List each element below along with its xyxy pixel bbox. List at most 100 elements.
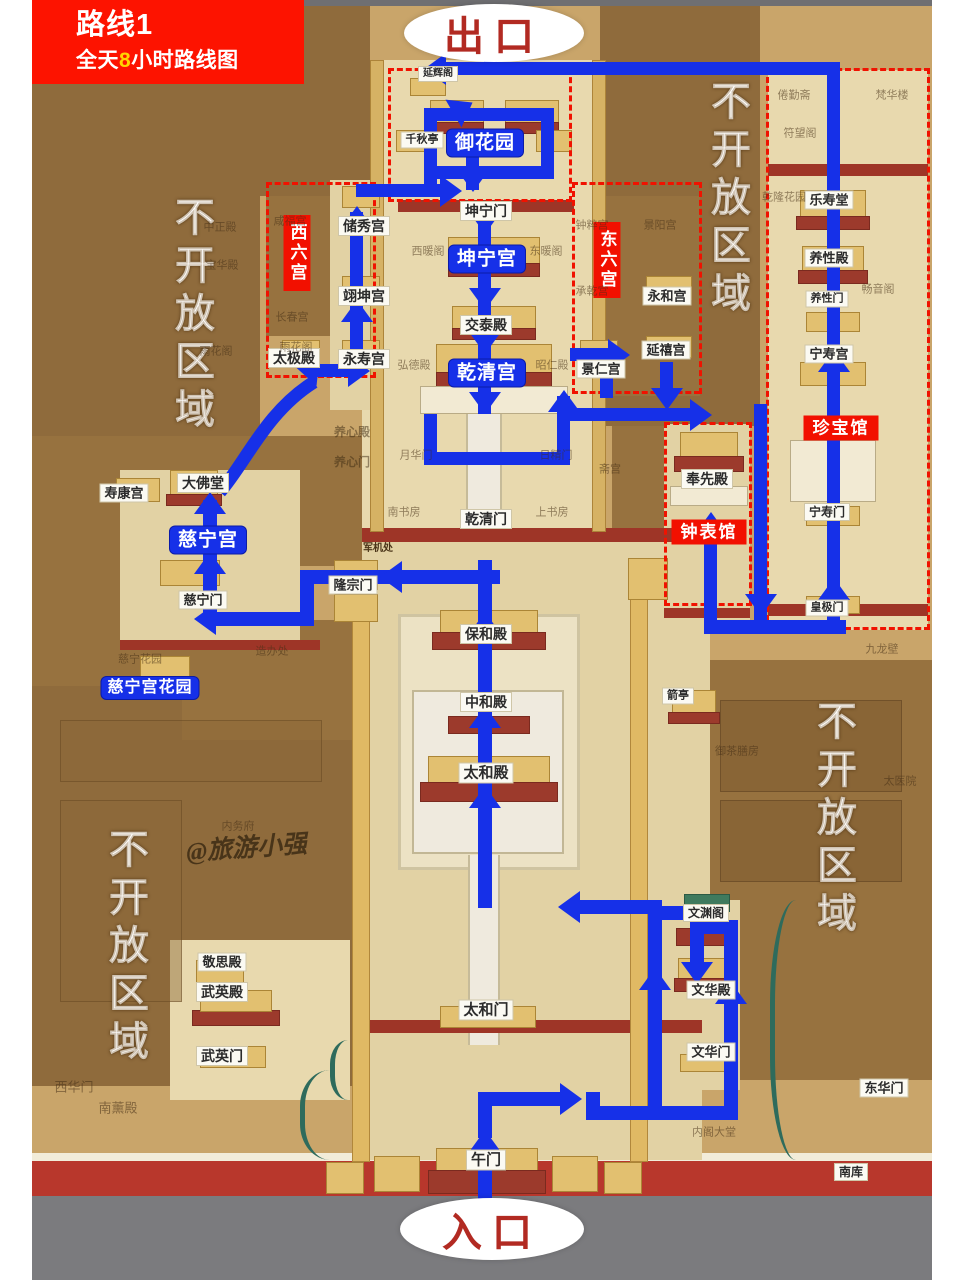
label-jiulongbi: 九龙壁: [865, 643, 899, 656]
route-segment: [724, 920, 738, 1120]
label-yangxing-gate: 养性门: [805, 290, 849, 308]
label-chuxiu-palace: 储秀宫: [338, 216, 390, 236]
route-arrow-down: [457, 170, 489, 192]
label-jianting: 箭亭: [662, 687, 694, 705]
label-jingsi-hall: 敬思殿: [197, 952, 247, 972]
route-segment: [214, 612, 314, 626]
badge-west-six-palaces: 西六宫: [283, 215, 311, 291]
inner-golden-river-right: [770, 900, 835, 1160]
label-xihua-gate: 西华门: [54, 1079, 94, 1095]
route-segment: [580, 900, 662, 914]
label-jingyang-palace: 景阳宫: [643, 219, 677, 232]
route-title: 路线1: [76, 9, 154, 42]
route-segment: [570, 348, 614, 361]
route-segment: [660, 362, 673, 396]
route-arrow-up: [469, 786, 501, 808]
route-segment: [478, 608, 492, 908]
label-yuqin-study: 倦勤斋: [777, 89, 811, 102]
route-arrow-up: [548, 390, 580, 412]
label-cining-palace: 慈宁宫: [169, 526, 247, 554]
label-yuhua-pavilion: 雨花阁: [199, 345, 233, 358]
label-yanxi-palace: 延禧宫: [641, 340, 691, 360]
label-ningshou-garden: 乾隆花园: [762, 191, 806, 204]
page-margin-right: [932, 0, 960, 1280]
building-glyph: [192, 1010, 280, 1026]
route-segment: [704, 528, 717, 620]
building-glyph: [628, 558, 668, 600]
label-xianfu-palace: 咸福宫: [273, 215, 307, 228]
page-margin-top: [32, 0, 932, 6]
route-arrow-up: [818, 578, 850, 600]
exit-marker: 出口: [404, 4, 584, 62]
label-zhaoren-hall: 昭仁殿: [535, 359, 569, 372]
building-glyph: [374, 1156, 420, 1192]
label-zhonghe-hall: 中和殿: [460, 692, 512, 712]
label-kunning-gate: 坤宁门: [460, 201, 512, 221]
label-fanhua-tower: 梵华楼: [875, 89, 909, 102]
building-glyph: [60, 800, 182, 1002]
label-yuehua-gate: 月华门: [399, 449, 433, 462]
label-ningshou-gate: 宁寿门: [803, 503, 851, 521]
route-segment: [586, 1106, 738, 1120]
label-wenyuan-pavilion: 文渊阁: [682, 904, 730, 922]
badge-treasure-gallery: 珍宝馆: [803, 415, 879, 441]
route-segment: [478, 560, 492, 616]
route-segment: [704, 620, 846, 634]
building-glyph: [552, 1156, 598, 1192]
page-margin-left: [0, 0, 32, 1280]
label-yangxing-hall: 养性殿: [804, 248, 854, 268]
label-fengxian-hall: 奉先殿: [681, 469, 733, 489]
label-wenhua-gate: 文华门: [686, 1042, 736, 1062]
restricted-label-left-lower: 不开放区域: [103, 828, 148, 1069]
river-wuying: [330, 1040, 375, 1100]
label-qianqiu-pavilion: 千秋亭: [400, 131, 444, 149]
restricted-label-left-upper: 不开放区域: [169, 196, 214, 437]
building-glyph: [334, 594, 378, 622]
route-subtitle: 全天8小时路线图: [76, 48, 239, 72]
label-nanxun-hall: 南薰殿: [98, 1100, 138, 1116]
exit-label: 出口: [444, 15, 544, 59]
badge-east-six-palaces: 东六宫: [593, 222, 621, 298]
badge-clock-gallery: 钟表馆: [671, 519, 747, 545]
dashed-outline-ningshou: [766, 68, 930, 630]
route-segment: [557, 396, 570, 464]
label-yushan-fangfang: 御茶膳房: [715, 745, 759, 758]
label-wuying-hall: 武英殿: [196, 982, 248, 1002]
label-rijing-gate: 日精门: [539, 449, 573, 462]
label-qianqing-gate: 乾清门: [460, 509, 512, 529]
label-nanshufang: 南书房: [387, 506, 421, 519]
title-badge: 路线1 全天8小时路线图: [32, 0, 304, 84]
label-leshou-hall: 乐寿堂: [804, 190, 854, 210]
cining-south-wall: [120, 640, 320, 650]
label-cining-gate: 慈宁门: [178, 590, 228, 610]
label-qianqing-palace: 乾清宫: [448, 359, 526, 387]
label-cining-hua: 慈宁花园: [118, 653, 162, 666]
label-jingren-palace: 景仁宫: [576, 359, 626, 379]
label-yangxin-hall: 养心殿: [333, 425, 371, 439]
route-segment: [754, 404, 767, 620]
ningshou-north-wall: [768, 164, 928, 176]
route-arrow-left: [380, 561, 402, 593]
building-glyph: [720, 700, 902, 792]
label-imperial-garden: 御花园: [446, 129, 524, 157]
building-glyph: [668, 712, 720, 724]
route-segment: [424, 414, 437, 464]
east-open-ground: [600, 560, 710, 920]
building-glyph: [604, 1162, 642, 1194]
route-segment: [478, 1092, 570, 1106]
label-cining-garden: 慈宁宫花园: [101, 677, 199, 699]
label-wuying-gate: 武英门: [196, 1046, 248, 1066]
route-arrow-right: [690, 399, 712, 431]
label-yangxin-gate: 养心门: [333, 455, 371, 469]
label-taihe-gate: 太和门: [458, 999, 514, 1021]
label-zaobanchu: 造办处: [255, 645, 289, 658]
east-corridor: [630, 560, 648, 1162]
inner-golden-river-left: [300, 1070, 375, 1160]
qianqing-gate-wall: [362, 528, 702, 542]
entrance-label: 入口: [442, 1211, 542, 1255]
label-kunning-palace: 坤宁宫: [448, 245, 526, 273]
label-neiwufu: 内务府: [221, 820, 255, 833]
route-arrow-up: [194, 552, 226, 574]
label-taiji-hall: 太极殿: [268, 348, 320, 368]
